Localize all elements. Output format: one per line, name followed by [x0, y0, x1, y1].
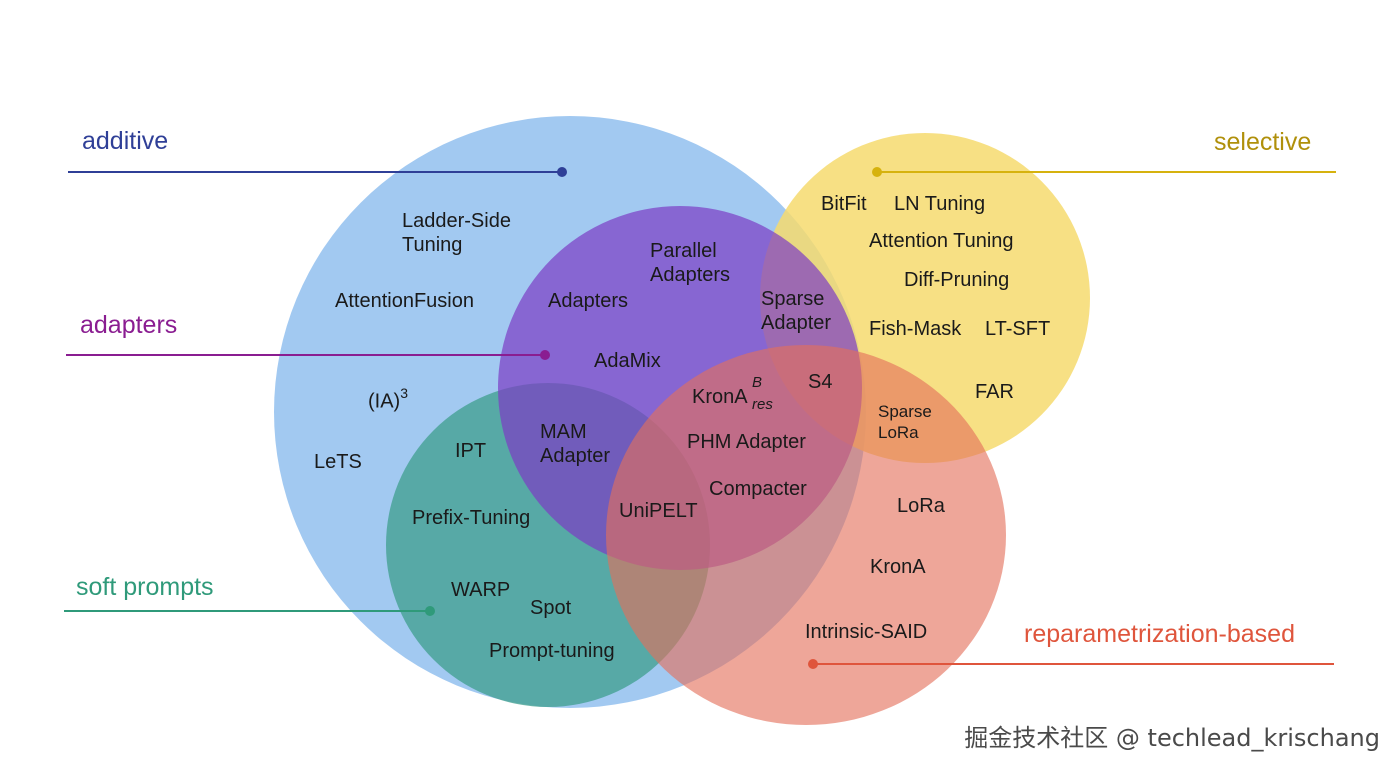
method-phm-adapter: PHM Adapter [687, 431, 806, 453]
category-reparametrization: reparametrization-based [1024, 620, 1295, 648]
method-mam-adapter: MAM Adapter [540, 420, 610, 468]
method-parallel-line1: Parallel [650, 240, 717, 262]
method-bitfit: BitFit [821, 193, 867, 215]
method-prompt-tuning: Prompt-tuning [489, 640, 615, 662]
method-lt-sft: LT-SFT [985, 318, 1051, 340]
method-s4: S4 [808, 371, 833, 393]
method-mam-line2: Adapter [540, 445, 611, 467]
method-krona: KronA [870, 556, 926, 578]
method-ladder-side-line1: Ladder-Side [402, 210, 511, 232]
method-ia3: (IA)3 [368, 383, 408, 414]
method-far: FAR [975, 381, 1014, 403]
method-intrinsic-said: Intrinsic-SAID [805, 621, 928, 643]
method-sparse-lora: Sparse LoRa [878, 401, 932, 443]
method-sparse-adapter: Sparse Adapter [761, 287, 831, 335]
method-sparse-lora-line2: LoRa [878, 423, 919, 442]
category-selective: selective [1214, 128, 1312, 156]
method-krona-res-base: KronA [692, 386, 748, 408]
category-soft-prompts: soft prompts [76, 573, 214, 601]
method-parallel-line2: Adapters [650, 264, 731, 286]
method-sparse-adapter-line2: Adapter [761, 312, 832, 334]
method-fish-mask: Fish-Mask [869, 318, 962, 340]
category-adapters: adapters [80, 311, 178, 339]
reparametrization-set [606, 345, 1006, 725]
method-mam-line1: MAM [540, 421, 587, 443]
method-adapters: Adapters [548, 290, 629, 312]
adapters-leader-dot [540, 350, 550, 360]
method-compacter: Compacter [709, 478, 807, 500]
method-ia3-superscript: 3 [400, 385, 409, 401]
method-adamix: AdaMix [594, 350, 661, 372]
selective-leader-dot [872, 167, 882, 177]
method-parallel-adapters: Parallel Adapters [650, 239, 730, 287]
method-unipelt: UniPELT [619, 500, 698, 522]
method-ladder-side-line2: Tuning [402, 234, 463, 256]
method-krona-res: KronA B res [692, 374, 773, 413]
method-krona-res-subscript: res [752, 396, 773, 413]
method-diff-pruning: Diff-Pruning [904, 269, 1010, 291]
method-lora: LoRa [897, 495, 945, 517]
method-spot: Spot [530, 597, 572, 619]
category-additive: additive [82, 127, 169, 155]
reparametrization-leader-dot [808, 659, 818, 669]
method-attention-fusion: AttentionFusion [335, 290, 474, 312]
method-ladder-side-tuning: Ladder-Side Tuning [402, 209, 511, 257]
method-sparse-lora-line1: Sparse [878, 402, 932, 421]
method-ipt: IPT [455, 440, 487, 462]
method-prefix-tuning: Prefix-Tuning [412, 507, 531, 529]
method-warp: WARP [451, 579, 511, 601]
method-lets: LeTS [314, 451, 362, 473]
soft-prompts-leader-dot [425, 606, 435, 616]
method-sparse-adapter-line1: Sparse [761, 288, 825, 310]
additive-leader-dot [557, 167, 567, 177]
method-krona-res-superscript: B [752, 374, 763, 391]
watermark: 掘金技术社区 @ techlead_krischang [964, 724, 1380, 752]
method-ia3-base: (IA) [368, 390, 401, 413]
method-ln-tuning: LN Tuning [894, 193, 986, 215]
method-attention-tuning: Attention Tuning [869, 230, 1014, 252]
